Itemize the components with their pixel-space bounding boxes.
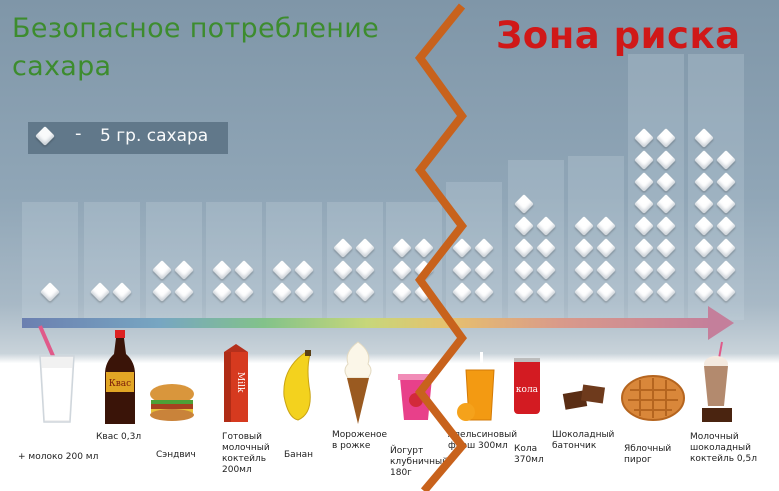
product-label-banana: Банан [284,450,313,460]
product-label-sandwich: Сэндвич [156,450,196,460]
product-label-chocoshake: Молочный шоколадный коктейль 0,5л [690,432,757,464]
product-label-milk: + молоко 200 мл [18,452,99,462]
sugar-column-kvass [84,202,140,320]
apple-pie-icon [621,375,685,421]
product-label-milkshake: Готовый молочный коктейль 200мл [222,432,270,475]
gradient-arrow-bar [22,318,712,328]
safe-consumption-title: Безопасное потребление сахара [12,10,379,86]
product-label-chocolate: Шоколадный батончик [552,430,615,451]
sugar-column-icecream [327,202,383,320]
legend-dash: - [75,123,82,144]
product-label-cola: Кола 370мл [514,444,544,465]
risk-zone-title: Зона риска [496,14,741,57]
milk-glass-icon [38,325,75,423]
sugar-column-pie [628,54,684,320]
product-label-kvass: Квас 0,3л [96,432,142,442]
legend-text: 5 гр. сахара [100,126,209,146]
product-label-juice: Апельсиновый фреш 300мл [448,430,518,451]
arrow-head-icon [708,306,734,340]
sandwich-icon [150,384,194,421]
sugar-column-banana [266,202,322,320]
product-label-pie: Яблочный пирог [624,444,672,465]
banana-icon [283,350,311,421]
safe-title-line1: Безопасное потребление [12,13,379,44]
sugar-column-chocoshake [688,54,744,320]
sugar-column-sandwich [146,202,202,320]
kvass-bottle-label: Квас [109,379,131,389]
ice-cream-cone-icon [344,341,372,424]
product-label-icecream: Мороженое в рожке [332,430,388,451]
milkshake-box-icon: Milk [224,344,248,422]
chocolate-bar-icon [562,384,606,410]
orange-juice-icon [457,352,495,421]
legend: - 5 гр. сахара [28,122,228,154]
cola-can-icon: кола [514,358,540,414]
cola-can-label: кола [516,385,539,395]
kvass-bottle-icon: Квас [105,330,135,424]
safe-title-line2: сахара [12,51,112,82]
sugar-column-milkshake [206,202,262,320]
milk-box-label: Milk [235,372,245,393]
product-label-yogurt: Йогурт клубничный 180г [390,446,448,478]
chocolate-milkshake-icon [702,341,732,422]
